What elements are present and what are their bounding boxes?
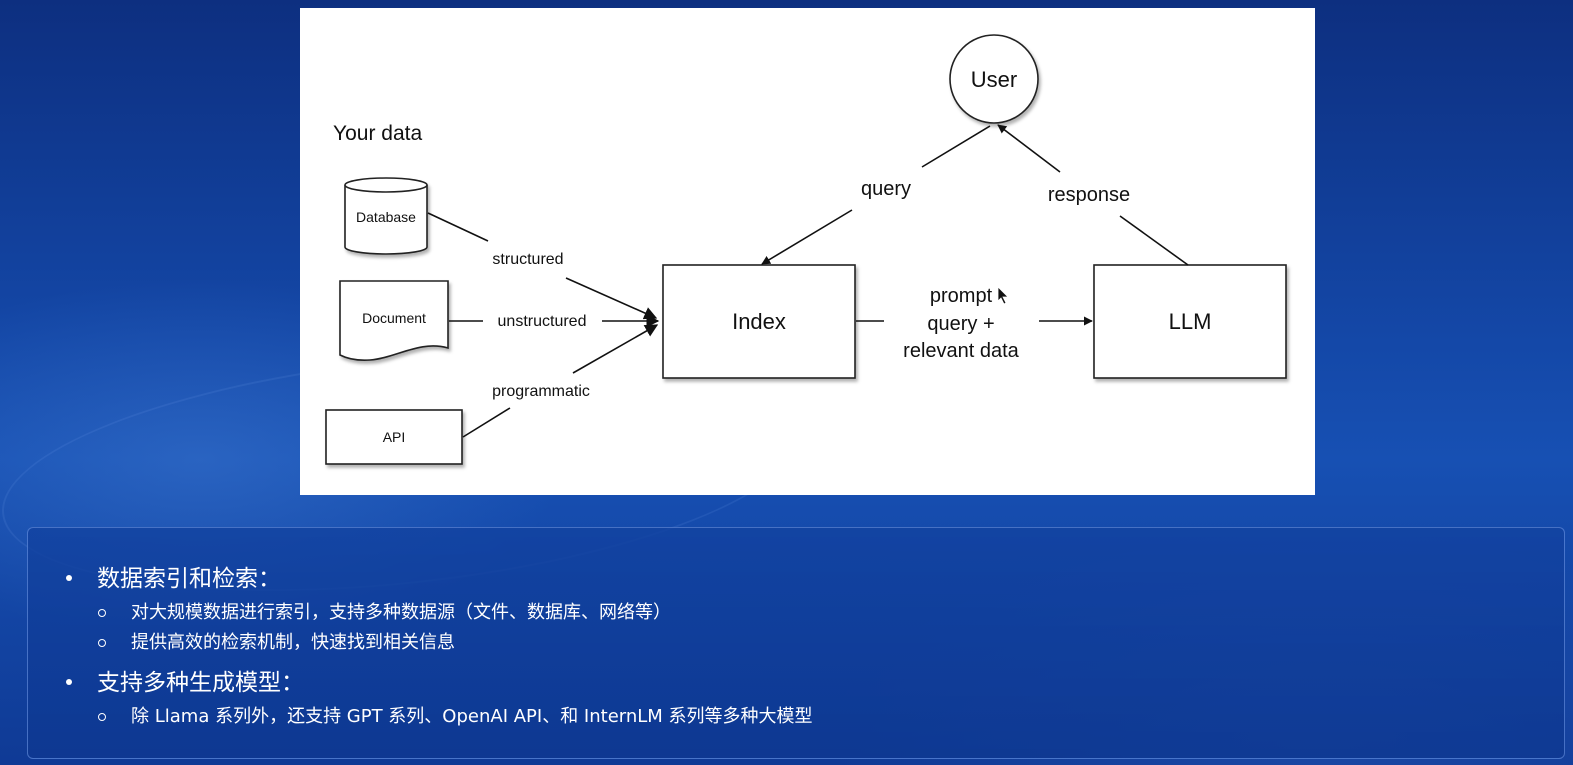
api-node	[325, 409, 463, 465]
diagram-canvas: Your data Database Document API Index LL…	[325, 34, 1287, 465]
unstructured-label: unstructured	[498, 313, 587, 330]
query-edge-lower	[761, 209, 853, 265]
your-data-label: Your data	[333, 122, 422, 145]
bullet-item: 数据索引和检索： 对大规模数据进行索引，支持多种数据源（文件、数据库、网络等） …	[66, 564, 1544, 658]
user-label: User	[971, 67, 1017, 92]
structured-edge-upper	[427, 212, 489, 242]
bullet-dot-icon	[66, 575, 72, 581]
user-node	[949, 34, 1039, 124]
llamaindex-diagram: Your data Database Document API Index LL…	[300, 8, 1315, 495]
api-label: API	[383, 429, 406, 445]
bullet-title: 数据索引和检索：	[97, 566, 281, 592]
bullet-dot-icon	[66, 679, 72, 685]
sub-list: 对大规模数据进行索引，支持多种数据源（文件、数据库、网络等） 提供高效的检索机制…	[97, 598, 1544, 658]
database-label: Database	[356, 209, 416, 225]
sub-item: 对大规模数据进行索引，支持多种数据源（文件、数据库、网络等）	[97, 598, 1544, 628]
circle-bullet-icon	[98, 713, 106, 721]
sub-item: 提供高效的检索机制，快速找到相关信息	[97, 628, 1544, 658]
document-node	[339, 280, 449, 361]
response-edge-lower	[1119, 215, 1189, 266]
bullet-box: 数据索引和检索： 对大规模数据进行索引，支持多种数据源（文件、数据库、网络等） …	[27, 527, 1565, 759]
programmatic-label: programmatic	[492, 383, 590, 400]
database-node	[344, 177, 428, 255]
response-label: response	[1048, 184, 1130, 206]
sub-list: 除 Llama 系列外，还支持 GPT 系列、OpenAI API、和 Inte…	[97, 702, 1544, 732]
llm-node	[1093, 264, 1287, 379]
programmatic-edge-lower	[462, 407, 511, 438]
structured-edge-lower	[565, 277, 658, 320]
sub-item-text: 提供高效的检索机制，快速找到相关信息	[131, 632, 455, 653]
prompt-label-line1: prompt	[930, 285, 993, 307]
index-label: Index	[732, 309, 786, 334]
programmatic-edge-upper	[572, 324, 659, 374]
sub-item: 除 Llama 系列外，还支持 GPT 系列、OpenAI API、和 Inte…	[97, 702, 1544, 732]
structured-label: structured	[492, 251, 563, 268]
sub-item-text: 对大规模数据进行索引，支持多种数据源（文件、数据库、网络等）	[131, 602, 671, 623]
bullet-title: 支持多种生成模型：	[97, 670, 304, 696]
query-label: query	[861, 178, 911, 200]
sub-item-text: 除 Llama 系列外，还支持 GPT 系列、OpenAI API、和 Inte…	[131, 706, 813, 727]
llm-label: LLM	[1169, 309, 1212, 334]
bullet-item: 支持多种生成模型： 除 Llama 系列外，还支持 GPT 系列、OpenAI …	[66, 668, 1544, 732]
mouse-cursor-icon	[997, 286, 1009, 305]
response-edge-upper	[997, 124, 1061, 173]
circle-bullet-icon	[98, 609, 106, 617]
bullet-list: 数据索引和检索： 对大规模数据进行索引，支持多种数据源（文件、数据库、网络等） …	[66, 564, 1544, 732]
query-edge-upper	[921, 125, 991, 168]
circle-bullet-icon	[98, 639, 106, 647]
index-node	[662, 264, 856, 379]
document-label: Document	[362, 310, 426, 326]
prompt-label-line3: relevant data	[903, 340, 1020, 362]
prompt-label-line2: query +	[927, 313, 994, 335]
